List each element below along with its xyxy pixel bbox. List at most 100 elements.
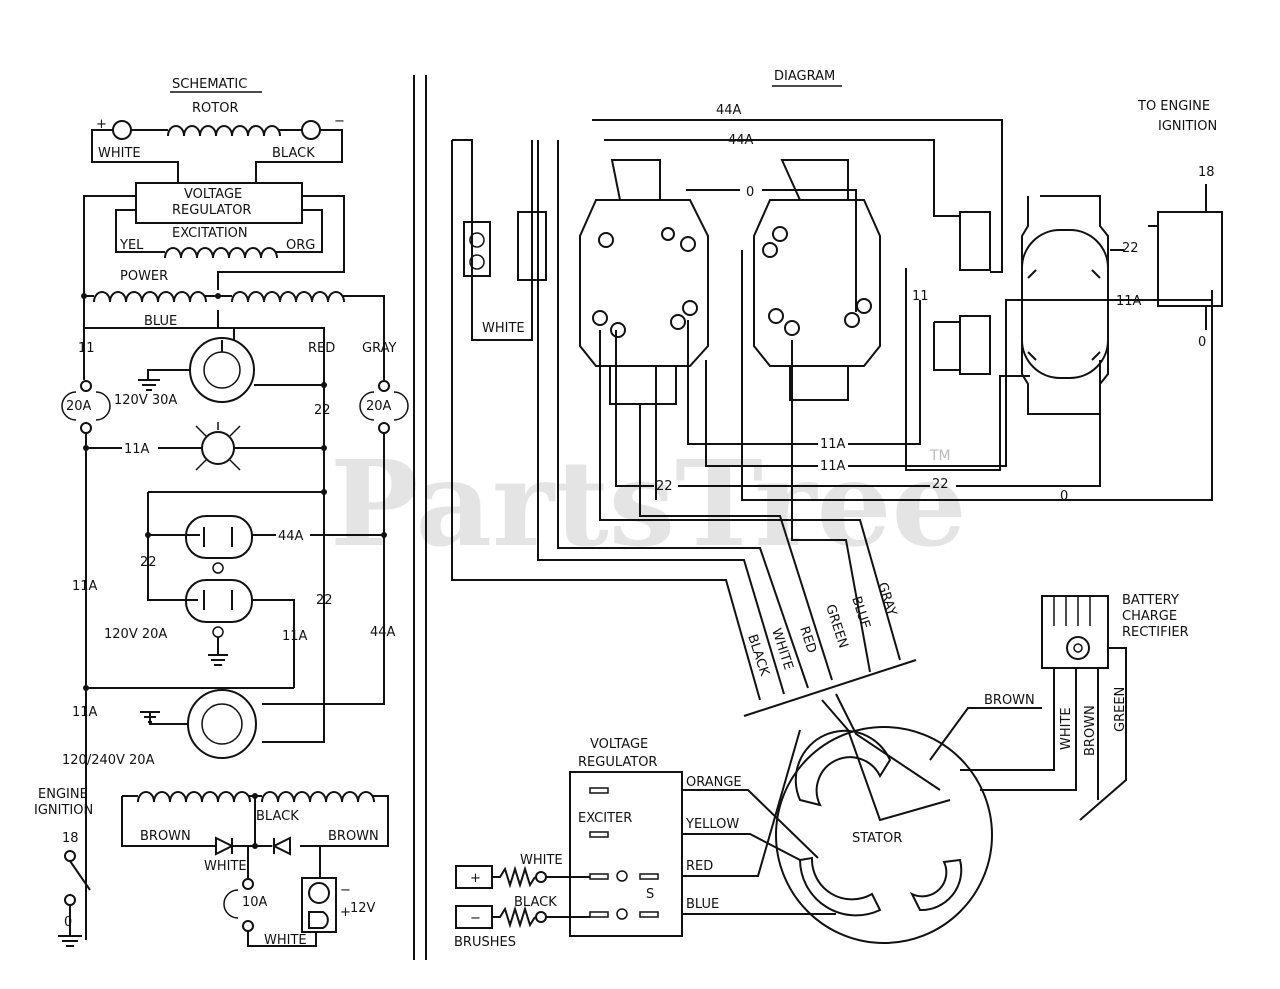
receptacle-2 — [753, 199, 881, 367]
battery-plus: + — [340, 905, 351, 920]
charge-brown-label-2: BROWN — [328, 829, 379, 844]
receptacle-1-top — [610, 159, 661, 201]
diagram-0-label-3: 0 — [1198, 335, 1206, 350]
vr-orange-label: ORANGE — [686, 775, 742, 790]
rect-brown-label: BROWN — [1083, 705, 1098, 756]
fuse-10a-label: 10A — [242, 895, 268, 910]
diagram-11a-label-1: 11A — [820, 437, 846, 452]
org-label: ORG — [286, 238, 315, 253]
watermark: PartsTree — [330, 434, 967, 573]
duplex-outlet-upper — [185, 515, 253, 559]
rectifier-label-2: CHARGE — [1122, 609, 1177, 624]
diagram-11a-label-2: 11A — [820, 459, 846, 474]
plug-terminal-right — [517, 211, 547, 281]
schematic-section: SCHEMATIC ROTOR + − WHITE BLACK VOLTAGE … — [34, 77, 409, 948]
diagram-11a-label-3: 11A — [1116, 294, 1142, 309]
diagram-0-label-1: 0 — [746, 185, 754, 200]
wire-11a-label-4: 11A — [72, 705, 98, 720]
wire-22-label-1: 22 — [314, 403, 331, 418]
engine-ignition-label-1: ENGINE — [38, 787, 88, 802]
to-engine-label-1: TO ENGINE — [1137, 99, 1210, 114]
diagram-18-label: 18 — [1198, 165, 1215, 180]
diagram-22-label-3: 22 — [1122, 241, 1139, 256]
wire-0-label: 0 — [64, 915, 72, 930]
diagram-11-label: 11 — [912, 289, 929, 304]
schematic-vr-line2: REGULATOR — [172, 203, 251, 218]
gray-label: GRAY — [362, 341, 396, 356]
charge-black-label: BLACK — [256, 809, 299, 824]
stator-winding-1 — [794, 729, 892, 807]
charge-white-label: WHITE — [204, 859, 247, 874]
brush-minus-sign: − — [470, 911, 481, 926]
rect-green-label: GREEN — [1113, 687, 1128, 732]
battery-12v — [301, 877, 337, 933]
terminal-block-upper — [959, 211, 991, 271]
plug-terminal-left — [463, 221, 491, 277]
rotor-white-label: WHITE — [98, 146, 141, 161]
stator-label: STATOR — [852, 831, 902, 846]
exciter-label: EXCITER — [578, 811, 632, 826]
charge-white-label-2: WHITE — [264, 933, 307, 948]
charge-brown-label-1: BROWN — [140, 829, 191, 844]
wire-11-label: 11 — [78, 341, 95, 356]
schematic-title: SCHEMATIC — [172, 77, 247, 92]
harness-green: GREEN — [822, 603, 850, 651]
charge-coil-2 — [261, 791, 375, 803]
receptacle-2-top — [780, 159, 849, 201]
receptacle-1-bottom — [609, 366, 677, 405]
vr-blue-label: BLUE — [686, 897, 719, 912]
battery-12v-label: 12V — [350, 901, 376, 916]
outlet-30a-label: 120V 30A — [114, 393, 177, 408]
watermark-tm: TM — [929, 448, 951, 464]
plus-sign: + — [96, 117, 107, 132]
fuse-20a-right: 20A — [366, 399, 392, 414]
to-engine-label-2: IGNITION — [1158, 119, 1217, 134]
minus-sign: − — [334, 114, 345, 129]
schematic-voltage-regulator — [135, 182, 303, 224]
power-coil-2 — [231, 291, 345, 303]
brushes-label: BRUSHES — [454, 935, 516, 950]
rotor-slip-ring-minus — [301, 120, 321, 140]
terminal-block-lower — [959, 315, 991, 375]
excitation-label: EXCITATION — [172, 226, 248, 241]
stator-winding-2 — [798, 856, 882, 917]
vr-s-label: S — [646, 887, 654, 902]
schematic-vr-line1: VOLTAGE — [184, 187, 242, 202]
indicator-lamp-icon — [201, 431, 235, 465]
rotor-label: ROTOR — [192, 101, 238, 116]
battery-minus: − — [340, 883, 351, 898]
outlet-120-240v-20a — [187, 689, 257, 759]
rectifier-label-1: BATTERY — [1122, 593, 1179, 608]
rect-white-label: WHITE — [1059, 707, 1074, 750]
rotor-coil — [167, 125, 281, 137]
excitation-coil — [164, 247, 278, 259]
harness-white: WHITE — [768, 627, 795, 672]
brush-plus-sign: + — [470, 871, 481, 886]
vr-red-label: RED — [686, 859, 713, 874]
diagram-white-label: WHITE — [482, 321, 525, 336]
diagram-0-label-2: 0 — [1060, 489, 1068, 504]
diagram-vr-line2: REGULATOR — [578, 755, 657, 770]
diagram-vr-line1: VOLTAGE — [590, 737, 648, 752]
ignition-terminal-block — [1157, 211, 1223, 307]
rect-brown-wire-label: BROWN — [984, 693, 1035, 708]
wire-22-label-2: 22 — [140, 555, 157, 570]
red-label: RED — [308, 341, 335, 356]
wire-11a-label-1: 11A — [124, 442, 150, 457]
diagram-22-label-2: 22 — [932, 477, 949, 492]
engine-ignition-label-2: IGNITION — [34, 803, 93, 818]
rotor-slip-ring-plus — [112, 120, 132, 140]
fuse-20a-left: 20A — [66, 399, 92, 414]
battery-charge-rectifier — [1041, 595, 1109, 669]
harness-blue: BLUE — [848, 595, 873, 631]
vr-yellow-label: YELLOW — [685, 817, 739, 832]
harness-labels: BLACK WHITE RED GREEN BLUE GRAY — [744, 581, 899, 679]
receptacle-1 — [579, 199, 709, 367]
power-label: POWER — [120, 269, 168, 284]
wire-18-label: 18 — [62, 831, 79, 846]
receptacle-2-bottom — [789, 366, 849, 401]
power-coil-1 — [93, 291, 207, 303]
stator — [775, 726, 993, 944]
